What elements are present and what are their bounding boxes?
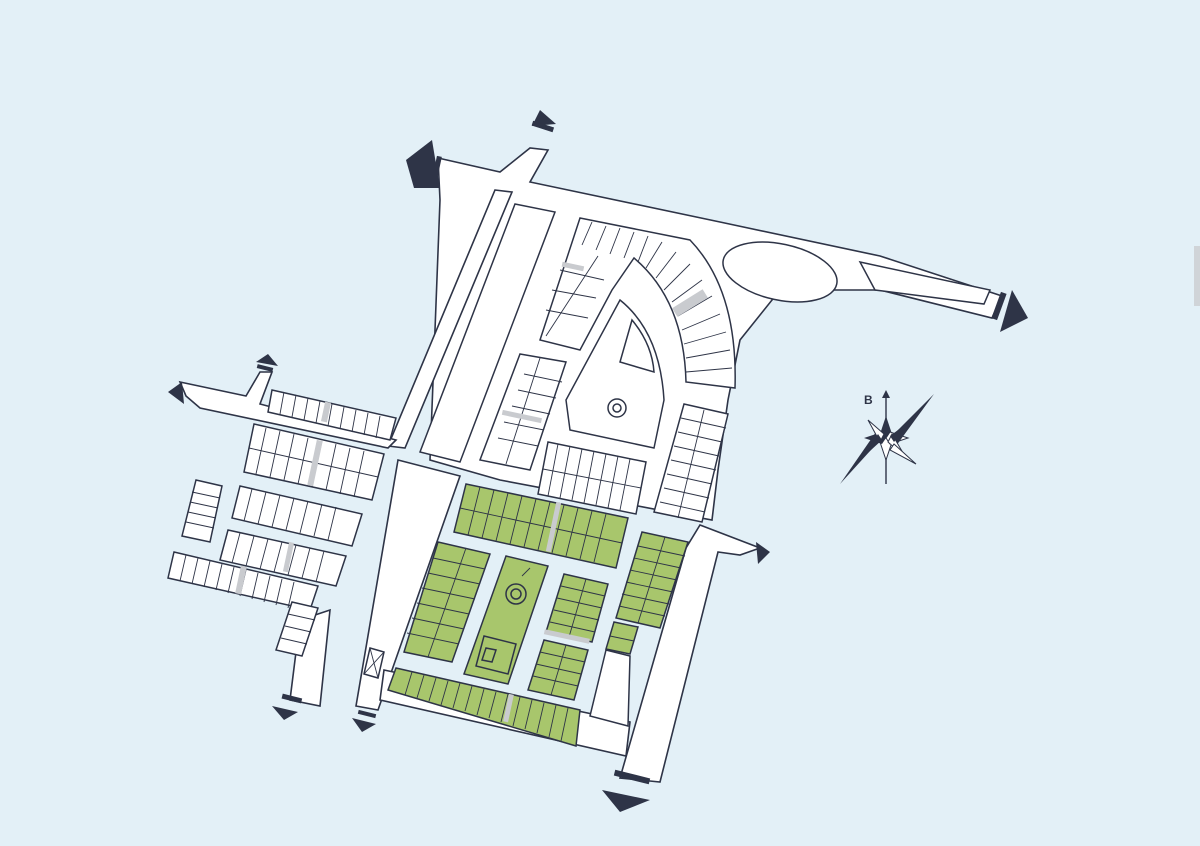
green-block-top-lots bbox=[459, 486, 623, 563]
block-n-center bbox=[537, 441, 647, 515]
exit-arrows bbox=[168, 110, 1028, 812]
compass-rose: B bbox=[840, 390, 934, 484]
green-block-small bbox=[605, 621, 639, 655]
block-n-center-lots bbox=[542, 443, 642, 511]
green-block-east-lots bbox=[618, 536, 686, 624]
highlighted-blocks bbox=[387, 483, 689, 747]
block-w-west-column-lots bbox=[185, 491, 221, 529]
compass-north-label: B bbox=[864, 393, 873, 407]
east-service-lot bbox=[589, 649, 631, 727]
green-block-center-bottom bbox=[527, 639, 589, 701]
park-pavilion bbox=[475, 635, 517, 675]
south-arterial bbox=[355, 459, 462, 711]
green-block-bottom-strip bbox=[387, 667, 581, 747]
exit-arrow-northwest bbox=[406, 140, 440, 188]
triangle-island bbox=[858, 260, 992, 305]
curved-block bbox=[539, 217, 736, 389]
oval-park bbox=[722, 241, 838, 303]
block-w-top-strip-lots bbox=[279, 391, 381, 439]
block-w-2 bbox=[231, 485, 363, 547]
green-block-bottom-strip-lots bbox=[404, 671, 569, 742]
exit-arrow-north bbox=[532, 110, 556, 126]
north-blocks bbox=[418, 203, 992, 523]
exit-arrow-south-west bbox=[272, 706, 298, 720]
block-w-west-column bbox=[181, 479, 223, 543]
block-n-west-lots bbox=[497, 357, 563, 465]
block-w-3-lots bbox=[231, 532, 325, 583]
green-block-top bbox=[453, 483, 629, 569]
exit-arrow-east bbox=[1000, 290, 1028, 332]
green-block-center-bottom-lots bbox=[532, 644, 586, 696]
median-strip bbox=[418, 203, 557, 463]
exit-arrow-west-north bbox=[256, 354, 278, 366]
block-w-sw-corner-lots bbox=[280, 613, 316, 645]
green-block-west-lots bbox=[406, 547, 486, 658]
block-n-east-lots bbox=[659, 409, 727, 519]
exit-arrow-south bbox=[602, 790, 650, 812]
block-w-top-strip bbox=[267, 389, 397, 441]
curved-block-lots bbox=[545, 221, 733, 373]
green-block-east bbox=[615, 531, 689, 629]
exit-arrow-south-middle bbox=[352, 718, 376, 732]
main-arterial bbox=[386, 189, 514, 449]
site-details bbox=[363, 647, 631, 727]
inner-triangle bbox=[619, 318, 655, 374]
west-blocks bbox=[167, 389, 397, 657]
green-block-center-top-lots bbox=[549, 578, 606, 638]
block-w-2-lots bbox=[243, 488, 337, 541]
exit-arrow-east-middle bbox=[756, 542, 770, 564]
exit-arrow-west bbox=[168, 382, 184, 404]
edge-tab bbox=[1194, 246, 1200, 306]
